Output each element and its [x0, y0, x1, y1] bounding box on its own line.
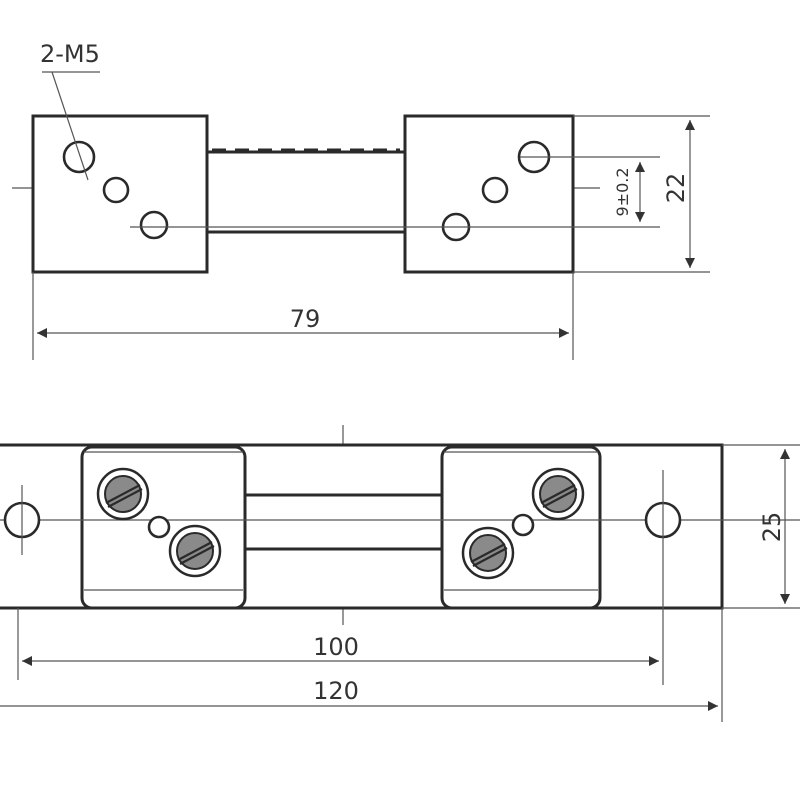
spacing-label: 9±0.2	[613, 167, 632, 216]
right-screw-lower-icon	[461, 526, 515, 580]
left-screw-lower-icon	[168, 524, 222, 578]
top-view: 2-M5 9±0.2 22 79	[12, 40, 710, 360]
top-left-hole-3	[139, 210, 169, 240]
overall-width-label: 120	[313, 677, 359, 705]
left-small-hole	[147, 515, 171, 539]
thread-leader	[51, 71, 89, 181]
top-height-label: 22	[662, 173, 690, 204]
right-small-hole	[511, 513, 535, 537]
inner-width-label: 100	[313, 633, 359, 661]
top-left-hole-1	[62, 140, 96, 174]
top-resistive-strip	[205, 150, 407, 234]
thread-label: 2-M5	[40, 40, 100, 68]
left-screw-upper-icon	[96, 467, 150, 521]
bottom-resistive-strip	[243, 493, 444, 551]
top-right-hole-2	[481, 176, 509, 204]
bottom-height-label: 25	[758, 512, 786, 543]
top-width-label: 79	[290, 305, 321, 333]
top-left-hole-2	[102, 176, 130, 204]
bottom-view: 25 100 120	[0, 425, 800, 722]
right-screw-upper-icon	[531, 467, 585, 521]
